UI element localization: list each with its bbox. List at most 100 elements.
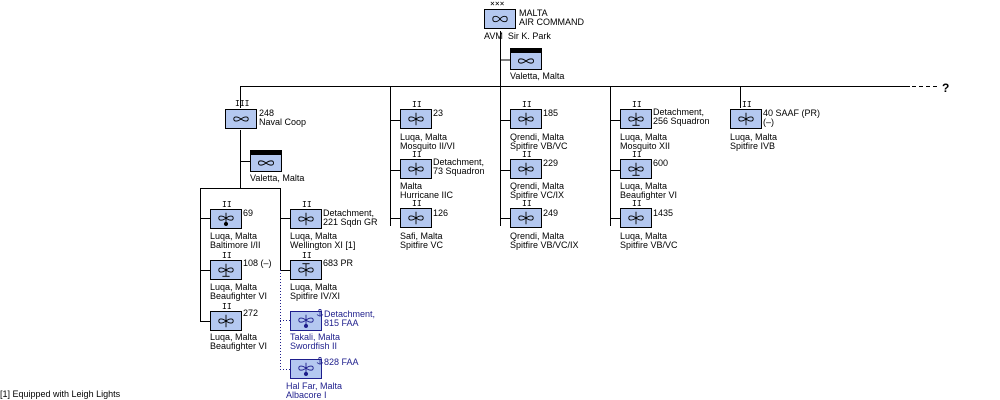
fighter-symbol bbox=[510, 208, 542, 228]
aircraft-caption: Spitfire VB/VC bbox=[620, 240, 678, 250]
aircraft-caption: Mosquito XII bbox=[620, 141, 671, 151]
aircraft-caption: Spitfire VB/VC bbox=[510, 141, 568, 151]
base-caption: Luqa, Malta bbox=[730, 132, 778, 142]
fighter-icon bbox=[218, 314, 234, 328]
fleet-air-arm-symbol bbox=[290, 311, 322, 331]
fighter-symbol bbox=[400, 208, 432, 228]
designation-line1: Detachment, bbox=[324, 309, 376, 319]
designation: 272 bbox=[243, 308, 259, 318]
echelon-marker: II bbox=[302, 200, 312, 209]
reconnaissance-symbol bbox=[730, 109, 762, 129]
echelon-marker: II bbox=[742, 100, 752, 109]
aircraft-caption: Beaufighter VI bbox=[620, 190, 678, 200]
designation: 249 bbox=[543, 208, 559, 218]
patrol-symbol bbox=[290, 209, 322, 229]
bomber-weight-icon bbox=[298, 314, 314, 329]
base-caption: Qrendi, Malta bbox=[510, 132, 565, 142]
aircraft-caption: Spitfire VC/IX bbox=[510, 190, 565, 200]
designation: 69 bbox=[243, 208, 254, 218]
fighter-icon bbox=[518, 211, 534, 225]
designation: 229 bbox=[543, 158, 559, 168]
aircraft-caption: Albacore I bbox=[286, 390, 327, 400]
aircraft-caption: Spitfire IVB bbox=[730, 141, 776, 151]
hq-caption: Valetta, Malta bbox=[510, 71, 565, 81]
anchor-icon bbox=[316, 357, 324, 365]
propeller-icon bbox=[298, 212, 314, 226]
designation-line1: Detachment, bbox=[433, 157, 485, 167]
command-title-line2: AIR COMMAND bbox=[519, 17, 584, 27]
fighter-icon bbox=[738, 112, 754, 126]
designation-line1: Detachment, bbox=[653, 107, 705, 117]
aircraft-caption: Beaufighter VI bbox=[210, 341, 268, 351]
bomber-weight-icon bbox=[298, 362, 314, 377]
base-caption: Takali, Malta bbox=[290, 332, 341, 342]
fighter-icon bbox=[628, 112, 644, 126]
base-caption: Qrendi, Malta bbox=[510, 181, 565, 191]
base-caption: Hal Far, Malta bbox=[286, 381, 343, 391]
aircraft-caption: Mosquito II/VI bbox=[400, 141, 456, 151]
designation: 1435 bbox=[653, 208, 674, 218]
base-caption: Luqa, Malta bbox=[620, 231, 668, 241]
designation-line2: 815 FAA bbox=[324, 318, 359, 328]
footnote: [1] Equipped with Leigh Lights bbox=[0, 389, 121, 399]
echelon-marker: II bbox=[222, 251, 232, 260]
fighter-icon bbox=[298, 263, 314, 277]
designation-line2: 73 Squadron bbox=[433, 166, 485, 176]
fighter-icon bbox=[518, 162, 534, 176]
echelon-marker: II bbox=[522, 199, 532, 208]
designation: 108 (–) bbox=[243, 258, 272, 268]
echelon-marker: II bbox=[522, 100, 532, 109]
aircraft-caption: Spitfire VC bbox=[400, 240, 444, 250]
echelon-marker: II bbox=[412, 199, 422, 208]
base-caption: Luqa, Malta bbox=[620, 181, 668, 191]
fighter-icon bbox=[518, 112, 534, 126]
reconnaissance-symbol bbox=[290, 260, 322, 280]
designation-line2: (–) bbox=[763, 117, 774, 127]
group-symbol bbox=[225, 109, 257, 129]
echelon-marker: ××× bbox=[490, 0, 505, 8]
bomber-weight-icon bbox=[218, 212, 234, 227]
base-caption: Luqa, Malta bbox=[210, 282, 258, 292]
fleet-air-arm-symbol bbox=[290, 359, 322, 379]
night-fighter-symbol bbox=[210, 260, 242, 280]
designation: 683 PR bbox=[323, 258, 354, 268]
designation-line2: 256 Squadron bbox=[653, 116, 710, 126]
fighter-icon bbox=[218, 263, 234, 277]
headquarters-band-icon bbox=[510, 48, 542, 70]
echelon-marker: II bbox=[632, 100, 642, 109]
echelon-marker: III bbox=[235, 99, 250, 108]
aircraft-caption: Beaufighter VI bbox=[210, 291, 268, 301]
headquarters-band-icon bbox=[250, 150, 282, 172]
group-designation-line1: 248 bbox=[259, 108, 275, 118]
aircraft-caption: Swordfish II bbox=[290, 341, 338, 351]
echelon-marker: II bbox=[412, 150, 422, 159]
designation: 828 FAA bbox=[324, 357, 359, 367]
base-caption: Luqa, Malta bbox=[400, 132, 448, 142]
hq-caption: Valetta, Malta bbox=[250, 173, 305, 183]
base-caption: Safi, Malta bbox=[400, 231, 443, 241]
echelon-marker: II bbox=[412, 100, 422, 109]
propeller-icon bbox=[233, 116, 249, 122]
echelon-marker: II bbox=[522, 150, 532, 159]
base-caption: Luqa, Malta bbox=[620, 132, 668, 142]
base-caption: Qrendi, Malta bbox=[510, 231, 565, 241]
anchor-icon bbox=[316, 309, 324, 317]
fighter-icon bbox=[628, 211, 644, 225]
unknown-continuation-marker: ? bbox=[942, 81, 950, 95]
echelon-marker: II bbox=[222, 200, 232, 209]
aircraft-caption: Wellington XI [1] bbox=[290, 240, 356, 250]
base-caption: Luqa, Malta bbox=[210, 231, 258, 241]
base-caption: Luqa, Malta bbox=[290, 231, 338, 241]
aircraft-caption: Hurricane IIC bbox=[400, 190, 454, 200]
night-fighter-symbol bbox=[620, 109, 652, 129]
fighter-symbol bbox=[510, 159, 542, 179]
fighter-symbol bbox=[620, 208, 652, 228]
base-caption: Luqa, Malta bbox=[290, 282, 338, 292]
echelon-marker: II bbox=[632, 199, 642, 208]
designation-line1: 40 SAAF (PR) bbox=[763, 108, 821, 118]
command-title-line1: MALTA bbox=[519, 8, 548, 18]
base-caption: Malta bbox=[400, 181, 423, 191]
fighter-symbol bbox=[510, 109, 542, 129]
